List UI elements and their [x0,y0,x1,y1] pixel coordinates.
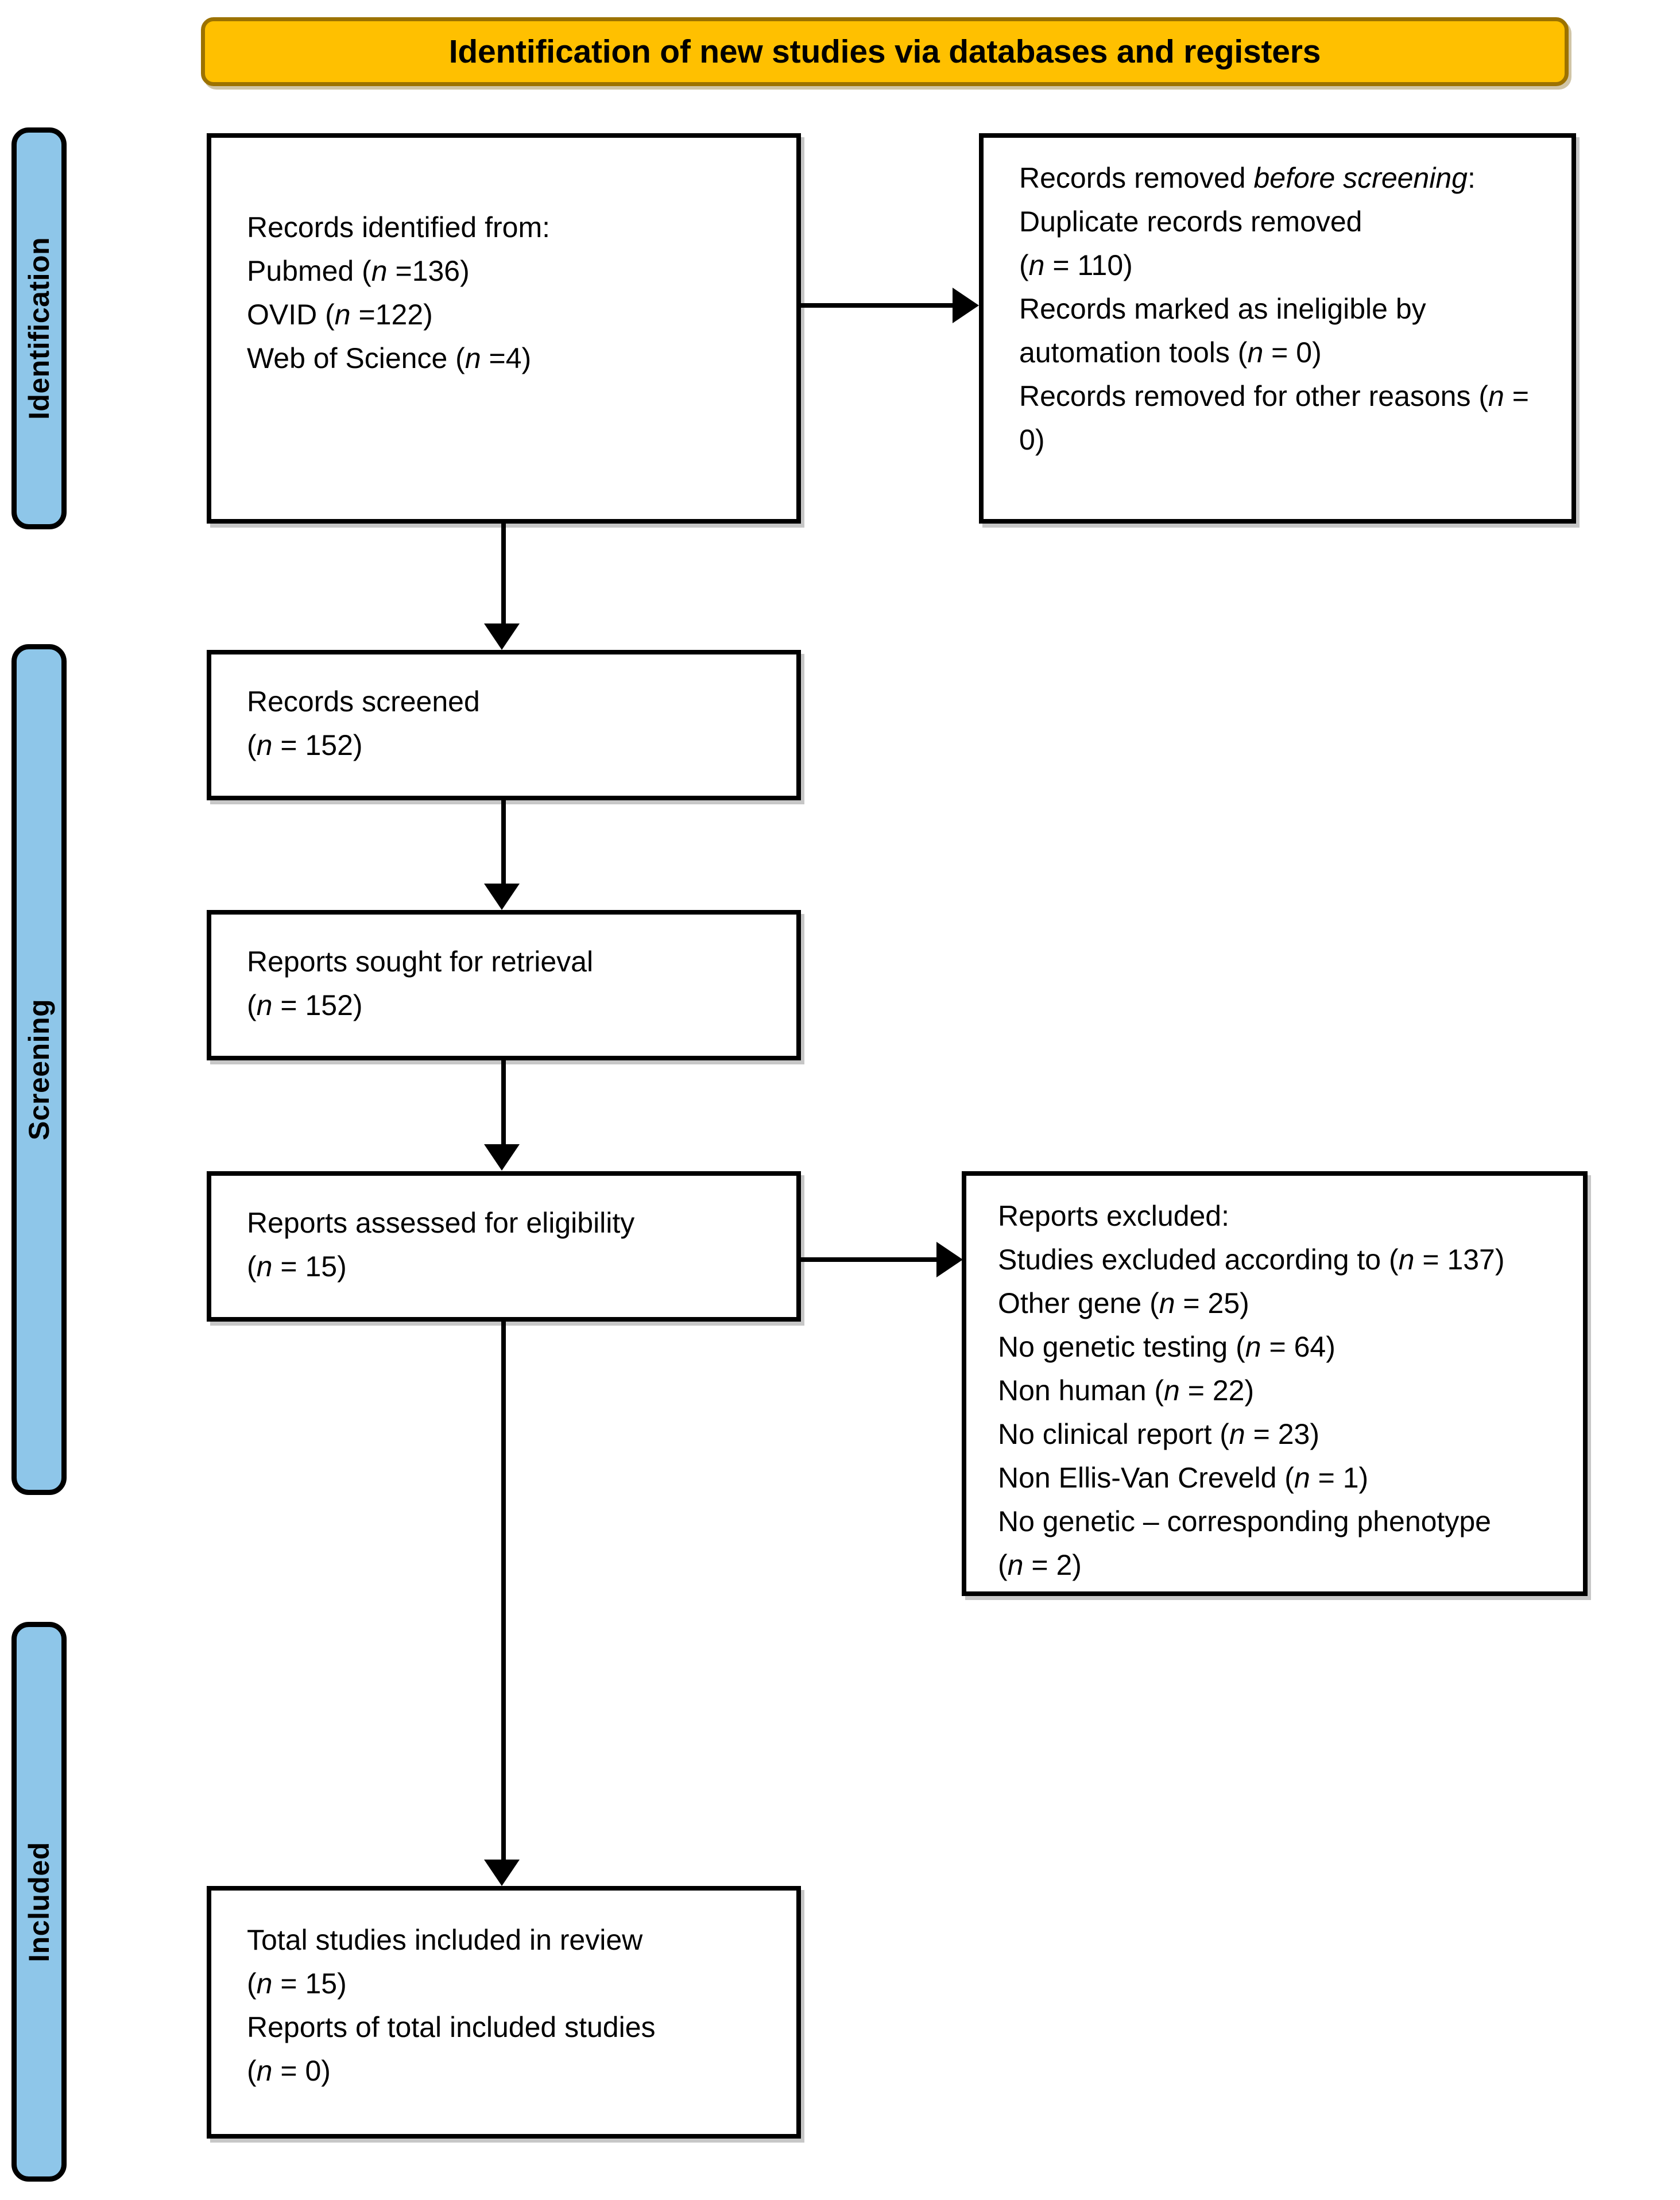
page-title: Identification of new studies via databa… [448,33,1321,70]
stage-label-included: Included [23,1841,56,1962]
included-reports-count: (n = 0) [247,2055,331,2087]
stage-bar-screening: Screening [11,644,67,1495]
reports-sought-count: (n = 152) [247,989,363,1021]
source-line-pubmed: Pubmed (n =136) [247,255,470,287]
connector-assessed-to-excluded-line [801,1257,936,1262]
connector-screened-to-sought-line [501,800,506,884]
box-records-removed-text: Records removed before screening: Duplic… [1019,156,1559,462]
stage-label-screening: Screening [23,998,55,1141]
excluded-item-non-human: Non human (n = 22) [998,1374,1255,1407]
removed-item-other: Records removed for other reasons (n = 0… [1019,380,1529,456]
connector-sought-to-assessed-arrowhead [484,1144,520,1171]
source-line-ovid: OVID (n =122) [247,299,433,331]
records-screened-label: Records screened [247,685,480,718]
box-reports-assessed-text: Reports assessed for eligibility (n = 15… [247,1201,784,1288]
connector-identified-to-removed-line [801,303,953,308]
excluded-item-no-clinical-report: No clinical report (n = 23) [998,1418,1319,1450]
connector-assessed-to-included-arrowhead [484,1860,520,1886]
box-records-screened-text: Records screened (n = 152) [247,680,784,767]
stage-bar-included: Included [11,1622,67,2182]
included-total-label: Total studies included in review [247,1924,643,1956]
connector-identified-to-removed-arrowhead [953,288,979,323]
source-line-web-of-science: Web of Science (n =4) [247,342,532,374]
box-studies-included-text: Total studies included in review (n = 15… [247,1918,784,2093]
excluded-item-studies: Studies excluded according to (n = 137) [998,1244,1505,1276]
excluded-item-no-phenotype: No genetic – corresponding phenotype(n =… [998,1505,1491,1581]
diagram-header-banner: Identification of new studies via databa… [201,17,1569,86]
reports-assessed-count: (n = 15) [247,1250,347,1283]
connector-screened-to-sought-arrowhead [484,884,520,910]
box-records-identified-text: Records identified from: Pubmed (n =136)… [247,206,784,380]
included-total-count: (n = 15) [247,1967,347,2000]
connector-assessed-to-included-line [501,1322,506,1860]
reports-excluded-heading: Reports excluded: [998,1200,1230,1232]
records-identified-heading: Records identified from: [247,211,551,243]
connector-assessed-to-excluded-arrowhead [936,1242,963,1277]
box-reports-sought-text: Reports sought for retrieval (n = 152) [247,940,784,1027]
box-reports-sought: Reports sought for retrieval (n = 152) [207,910,801,1060]
reports-sought-label: Reports sought for retrieval [247,946,594,978]
connector-sought-to-assessed-line [501,1060,506,1144]
excluded-item-non-evc: Non Ellis-Van Creveld (n = 1) [998,1462,1369,1494]
connector-identified-to-screened-arrowhead [484,623,520,650]
box-reports-assessed: Reports assessed for eligibility (n = 15… [207,1171,801,1322]
box-records-identified: Records identified from: Pubmed (n =136)… [207,133,801,524]
excluded-item-other-gene: Other gene (n = 25) [998,1287,1249,1319]
box-reports-excluded-text: Reports excluded: Studies excluded accor… [998,1194,1580,1587]
reports-assessed-label: Reports assessed for eligibility [247,1207,635,1239]
removed-item-automation: Records marked as ineligible by automati… [1019,293,1426,369]
box-records-screened: Records screened (n = 152) [207,650,801,800]
box-records-removed-before-screening: Records removed before screening: Duplic… [979,133,1576,524]
stage-bar-identification: Identification [11,127,67,529]
removed-item-duplicates: Duplicate records removed(n = 110) [1019,206,1362,281]
stage-label-identification: Identification [23,237,56,420]
box-reports-excluded: Reports excluded: Studies excluded accor… [962,1171,1588,1596]
included-reports-label: Reports of total included studies [247,2011,656,2043]
records-screened-count: (n = 152) [247,729,363,761]
excluded-item-no-genetic-testing: No genetic testing (n = 64) [998,1331,1336,1363]
records-removed-heading: Records removed before screening: [1019,162,1476,194]
box-studies-included: Total studies included in review (n = 15… [207,1886,801,2139]
connector-identified-to-screened-line [501,524,506,626]
